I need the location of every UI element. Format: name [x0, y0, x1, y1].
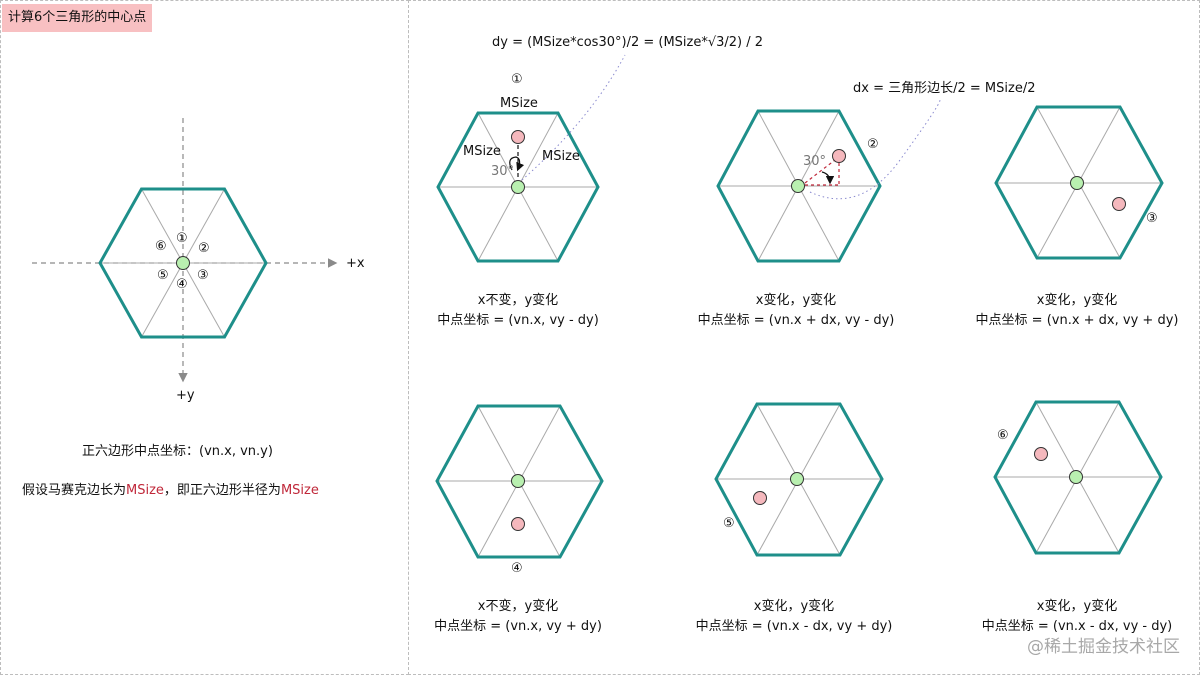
hexagon-case-2 — [716, 99, 941, 263]
triangle-center-point — [511, 517, 525, 531]
dx-formula: dx = 三角形边长/2 = MSize/2 — [853, 81, 1036, 96]
assumption-text: 假设马赛克边长为MSize，即正六边形半径为MSize — [22, 479, 319, 498]
region-label-6: ⑥ — [155, 239, 167, 254]
region-label-2: ② — [198, 241, 210, 256]
case-5-change: x变化，y变化 — [753, 599, 835, 614]
case-6-marker: ⑥ — [997, 428, 1009, 443]
case-1-marker: ① — [511, 72, 523, 87]
msize-term: MSize — [126, 483, 164, 498]
hexagon-case-6 — [993, 400, 1163, 555]
region-label-1: ① — [176, 231, 188, 246]
axis-y-label: +y — [176, 388, 195, 403]
case-6-caption: x变化，y变化 中点坐标 = (vn.x - dx, vy - dy) — [982, 597, 1173, 637]
hex-center-point — [791, 179, 805, 193]
main-hexagon — [32, 118, 338, 383]
case-3-marker: ③ — [1146, 211, 1158, 226]
case-2-marker: ② — [867, 137, 879, 152]
case-5-marker: ⑤ — [723, 516, 735, 531]
center-point — [176, 256, 190, 270]
case-4-caption: x不变，y变化 中点坐标 = (vn.x, vy + dy) — [434, 597, 602, 637]
case-2-formula: 中点坐标 = (vn.x + dx, vy - dy) — [697, 313, 895, 328]
angle-label-2: 30° — [803, 154, 827, 169]
page-title: 计算6个三角形的中心点 — [2, 4, 153, 32]
region-label-5: ⑤ — [157, 268, 169, 283]
case-3-caption: x变化，y变化 中点坐标 = (vn.x + dx, vy + dy) — [976, 291, 1179, 331]
hex-center-point — [1069, 470, 1083, 484]
hexagon-case-5 — [714, 402, 884, 557]
case-3-formula: 中点坐标 = (vn.x + dx, vy + dy) — [975, 313, 1179, 328]
msize-term: MSize — [280, 483, 319, 498]
case-6-formula: 中点坐标 = (vn.x - dx, vy - dy) — [981, 619, 1173, 634]
hexagon-case-1 — [436, 54, 626, 263]
dy-formula: dy = (MSize*cos30°)/2 = (MSize*√3/2) / 2 — [492, 35, 764, 50]
region-label-3: ③ — [197, 268, 209, 283]
triangle-center-point — [1112, 197, 1126, 211]
watermark: @稀土掘金技术社区 — [1027, 637, 1180, 657]
hex-center-point — [790, 472, 804, 486]
triangle-center-point — [753, 491, 767, 505]
hex-center-point — [1070, 176, 1084, 190]
region-label-4: ④ — [176, 277, 188, 292]
msize-right-label: MSize — [542, 149, 580, 164]
hex-center-point — [511, 180, 525, 194]
assumption-prefix: 假设马赛克边长为 — [22, 483, 127, 498]
case-3-change: x变化，y变化 — [1036, 293, 1118, 308]
case-4-formula: 中点坐标 = (vn.x, vy + dy) — [434, 619, 602, 634]
case-5-formula: 中点坐标 = (vn.x - dx, vy + dy) — [695, 619, 893, 634]
case-6-change: x变化，y变化 — [1036, 599, 1118, 614]
triangle-center-point — [511, 130, 525, 144]
case-4-marker: ④ — [511, 561, 523, 576]
case-1-caption: x不变，y变化 中点坐标 = (vn.x, vy - dy) — [437, 291, 599, 331]
hex-center-coordinate: 正六边形中点坐标：(vn.x, vn.y) — [82, 444, 273, 459]
case-1-change: x不变，y变化 — [477, 293, 559, 308]
hex-center-point — [511, 474, 525, 488]
axis-x-label: +x — [346, 256, 365, 271]
triangle-center-point — [832, 149, 846, 163]
hexagon-case-4 — [435, 404, 604, 559]
case-5-caption: x变化，y变化 中点坐标 = (vn.x - dx, vy + dy) — [696, 597, 893, 637]
case-4-change: x不变，y变化 — [477, 599, 559, 614]
msize-top-label: MSize — [500, 96, 538, 111]
triangle-center-point — [1034, 447, 1048, 461]
case-2-change: x变化，y变化 — [755, 293, 837, 308]
assumption-middle: ，即正六边形半径为 — [163, 483, 281, 498]
hexagon-case-3 — [994, 105, 1164, 260]
msize-left-label: MSize — [463, 144, 501, 159]
angle-label-1: 30° — [491, 164, 515, 179]
case-1-formula: 中点坐标 = (vn.x, vy - dy) — [437, 313, 599, 328]
case-2-caption: x变化，y变化 中点坐标 = (vn.x + dx, vy - dy) — [698, 291, 895, 331]
